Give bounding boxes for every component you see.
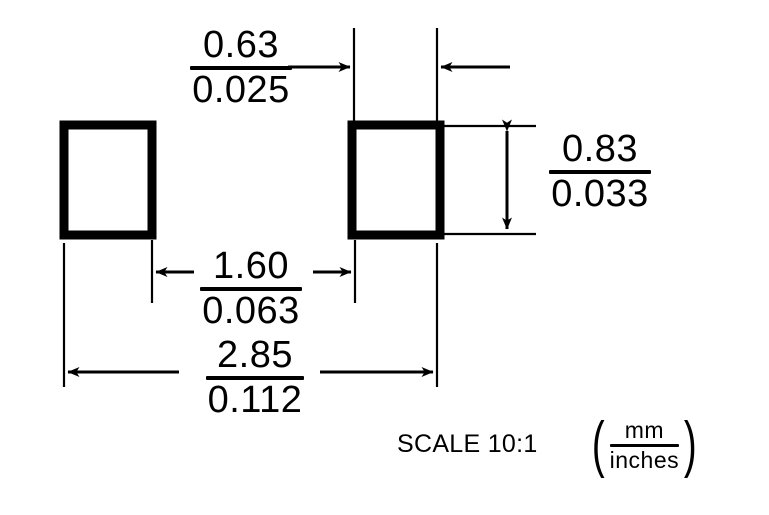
dimension-pad-pitch: [150, 240, 357, 303]
fraction-pad-width: 0.63 0.025: [190, 26, 292, 109]
fraction-bar: [190, 66, 292, 70]
fraction-bar: [549, 170, 651, 174]
paren-close: ): [684, 410, 697, 480]
fraction-bar: [205, 376, 305, 380]
value-inches: 0.112: [207, 379, 303, 421]
fraction-pad-pitch: 1.60 0.063: [200, 247, 302, 330]
scale-note: SCALE 10:1: [397, 430, 538, 458]
dimension-label-pad-pitch: 1.60 0.063: [186, 247, 316, 330]
value-mm: 1.60: [213, 245, 289, 287]
value-inches: 0.033: [551, 173, 649, 215]
value-mm: 0.83: [562, 128, 638, 170]
value-inches: 0.025: [192, 69, 290, 111]
dimension-overall-span: [62, 243, 439, 387]
value-inches: 0.063: [202, 290, 300, 332]
paren-open: (: [591, 410, 605, 480]
fraction-overall-span: 2.85 0.112: [205, 334, 305, 421]
fraction-bar: [200, 287, 302, 291]
dimension-pad-width: [288, 28, 510, 122]
value-mm: 0.63: [203, 24, 279, 66]
dimension-pad-height: [443, 119, 536, 236]
pad-right: [347, 120, 445, 240]
units-numerator: mm: [624, 417, 665, 443]
dimension-label-overall-span: 2.85 0.112: [190, 336, 320, 419]
units-note: ( mm inches ): [588, 410, 701, 480]
dimension-label-pad-width: 0.63 0.025: [176, 26, 306, 109]
right-pad-outline: [347, 120, 445, 240]
pad-left: [59, 120, 157, 240]
value-mm: 2.85: [217, 334, 293, 376]
fraction-bar: [609, 444, 680, 447]
fraction-pad-height: 0.83 0.033: [549, 130, 651, 213]
units-denominator: inches: [609, 447, 680, 473]
left-pad-outline: [59, 120, 157, 240]
units-fraction: mm inches: [609, 419, 680, 472]
dimension-label-pad-height: 0.83 0.033: [540, 130, 660, 213]
